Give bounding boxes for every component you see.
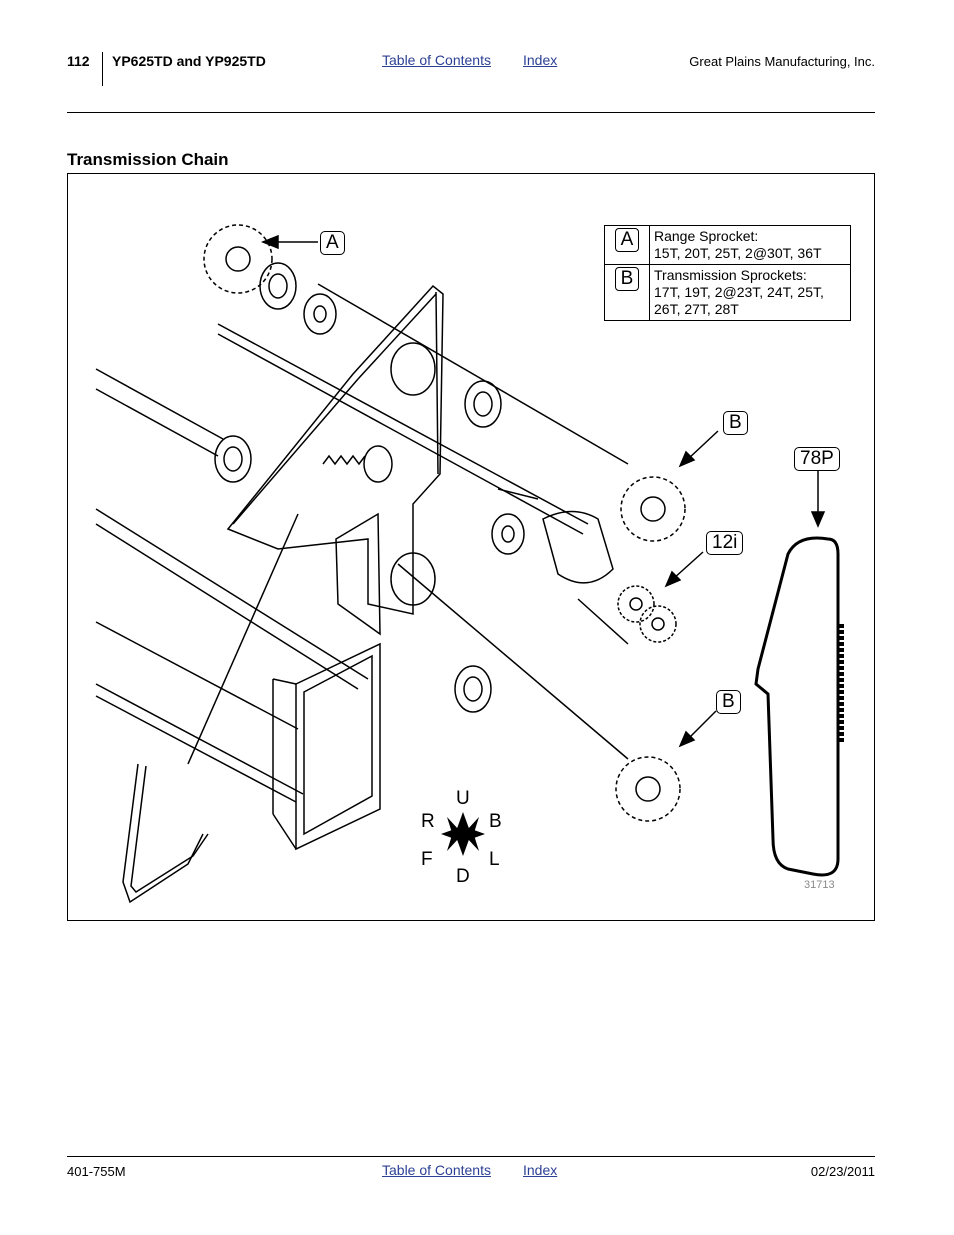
callout-b-lower: B xyxy=(716,690,741,714)
exploded-parts-drawing xyxy=(95,224,844,904)
footer-index-link[interactable]: Index xyxy=(523,1162,558,1178)
direction-down: D xyxy=(456,866,470,887)
page-number: 112 xyxy=(67,53,90,69)
footer-toc-link[interactable]: Table of Contents xyxy=(382,1162,491,1178)
header-rule xyxy=(67,112,875,113)
spring-drawing xyxy=(322,454,366,466)
figure-number: 31713 xyxy=(804,879,835,891)
bracket-plate-drawing xyxy=(226,284,444,615)
chain-drawing xyxy=(754,536,844,877)
legend-key: A xyxy=(614,228,640,252)
legend-text: Transmission Sprockets: xyxy=(654,267,807,283)
legend-table: A Range Sprocket: 15T, 20T, 25T, 2@30T, … xyxy=(604,225,851,321)
legend-row: B Transmission Sprockets: 17T, 19T, 2@23… xyxy=(604,264,851,321)
model-title: YP625TD and YP925TD xyxy=(112,53,266,69)
revision-date: 02/23/2011 xyxy=(810,1164,875,1179)
legend-text: 26T, 27T, 28T xyxy=(654,301,739,317)
callout-arrows xyxy=(260,234,826,748)
direction-back: B xyxy=(489,811,502,832)
frame-tube-drawing xyxy=(95,508,381,851)
header-index-link[interactable]: Index xyxy=(523,52,558,68)
section-title: Transmission Chain xyxy=(67,150,229,169)
tensioner-drawing xyxy=(497,488,629,645)
legend-row: A Range Sprocket: 15T, 20T, 25T, 2@30T, … xyxy=(604,225,851,265)
callout-78p: 78P xyxy=(794,447,840,471)
sprocket-drawing xyxy=(203,224,686,822)
direction-left: L xyxy=(489,849,500,870)
shaft-drawing xyxy=(95,283,629,760)
doc-number: 401-755M xyxy=(67,1164,126,1179)
legend-text: 15T, 20T, 25T, 2@30T, 36T xyxy=(654,245,822,261)
legend-text: 17T, 19T, 2@23T, 24T, 25T, xyxy=(654,284,824,300)
direction-right: R xyxy=(421,811,435,832)
company-name: Great Plains Manufacturing, Inc. xyxy=(689,54,875,69)
callout-b-upper: B xyxy=(723,411,748,435)
header-toc-link[interactable]: Table of Contents xyxy=(382,52,491,68)
direction-front: F xyxy=(421,849,433,870)
legend-text: Range Sprocket: xyxy=(654,228,759,244)
callout-12i: 12i xyxy=(706,531,744,555)
direction-compass-icon xyxy=(441,812,485,856)
legend-key: B xyxy=(614,267,640,291)
header-divider xyxy=(102,52,103,86)
support-frame-drawing xyxy=(187,512,381,765)
parts-figure: A Range Sprocket: 15T, 20T, 25T, 2@30T, … xyxy=(67,173,875,921)
footer-rule xyxy=(67,1156,875,1157)
u-bolt-drawing xyxy=(122,763,209,904)
callout-a: A xyxy=(320,231,345,255)
direction-up: U xyxy=(456,788,470,809)
bearing-drawing xyxy=(214,262,525,713)
